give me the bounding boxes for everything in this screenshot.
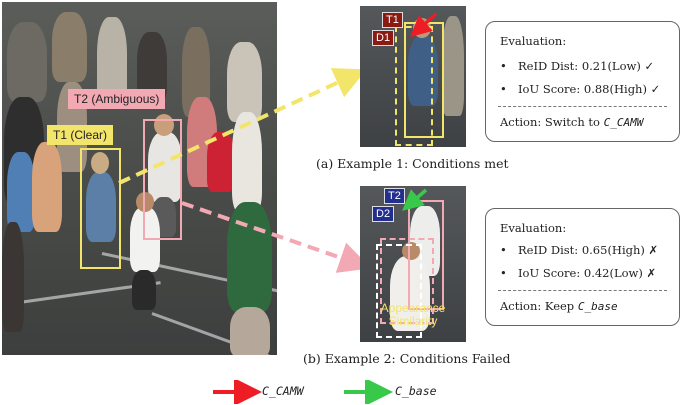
example1-caption: (a) Example 1: Conditions met [316,156,509,171]
divider [498,106,667,107]
tag-t1: T1 [382,12,403,28]
tag-d2: D2 [372,206,395,222]
appearance-similarity-overlay: Appearance Similarity [380,301,446,328]
legend-arrows [213,380,393,404]
crowd-photo: T2 (Ambiguous) T1 (Clear) [2,2,277,355]
example1-evaluation-box: Evaluation: •ReID Dist: 0.21(Low) ✓ •IoU… [485,21,680,142]
check-icon: ✓ [650,82,661,96]
cross-icon: ✗ [646,266,657,280]
d2-dashed-box-lower [376,244,422,338]
example2-evaluation-box: Evaluation: •ReID Dist: 0.65(High) ✗ •Io… [485,208,680,326]
evaluation-title: Evaluation: [500,34,567,48]
t1-connector-arrow [118,68,367,185]
check-icon: ✓ [644,59,655,73]
red-arrow-icon [410,12,438,37]
cross-icon: ✗ [648,243,659,257]
t2-solid-box [408,200,444,310]
reid-distance-item: •ReID Dist: 0.65(High) ✗ [500,243,659,257]
action-text: Action: Switch to C_CAMW [500,115,644,129]
reid-distance-item: •ReID Dist: 0.21(Low) ✓ [500,59,655,73]
iou-score-item: •IoU Score: 0.42(Low) ✗ [500,266,657,280]
divider [498,290,667,291]
green-arrow-icon [402,188,428,211]
action-text: Action: Keep C_base [500,299,618,313]
tag-d1: D1 [372,30,395,46]
legend-c-camw: C_CAMW [262,384,304,398]
example2-crop: T2 D2 Appearance Similarity [360,186,466,342]
t1-bounding-box [80,148,121,269]
tag-t2: T2 [384,188,405,204]
d2-dashed-box-upper [380,238,434,324]
evaluation-title: Evaluation: [500,221,567,235]
iou-score-item: •IoU Score: 0.88(High) ✓ [500,82,661,96]
t2-bounding-box [143,119,182,240]
t2-connector-arrow [181,201,372,273]
t1-label: T1 (Clear) [47,125,114,145]
legend-c-base: C_base [395,384,437,398]
example2-caption: (b) Example 2: Conditions Failed [303,351,511,366]
example1-crop: T1 D1 [360,6,466,147]
t2-label: T2 (Ambiguous) [68,89,166,109]
